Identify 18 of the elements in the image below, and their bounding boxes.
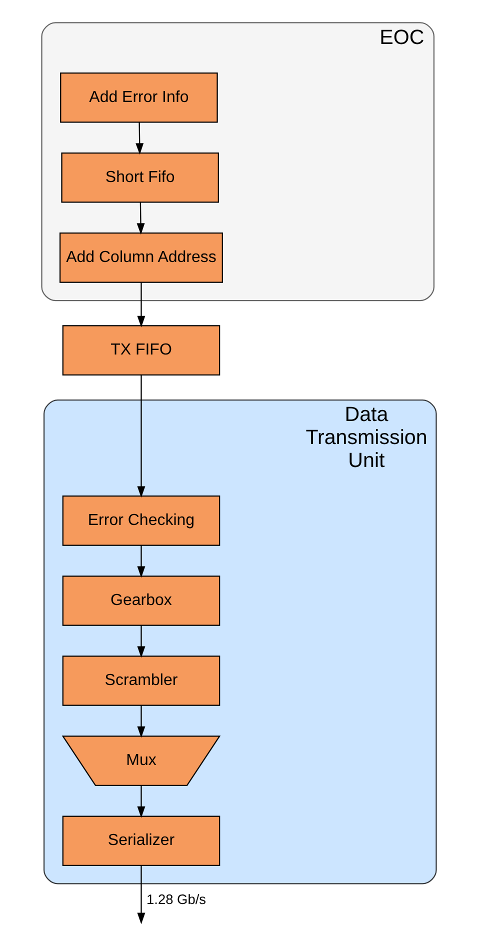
arrow [136,122,144,154]
arrow [137,785,146,818]
arrow [137,282,146,327]
arrow [137,545,146,578]
node-box: Add Column Address [59,232,223,282]
edge-label: 1.28 Gb/s [146,891,206,906]
node-box: Gearbox [62,575,220,626]
node-box: Error Checking [62,495,220,546]
arrow [137,705,146,738]
arrow [136,202,145,234]
arrow [137,865,146,924]
arrow [137,374,146,498]
node-box: Serializer [62,815,220,866]
node-box: Scrambler [62,655,220,706]
node-box: TX FIFO [62,324,220,375]
node-box: Add Error Info [60,72,218,122]
node-box: Short Fifo [61,152,219,202]
arrow [137,625,146,658]
